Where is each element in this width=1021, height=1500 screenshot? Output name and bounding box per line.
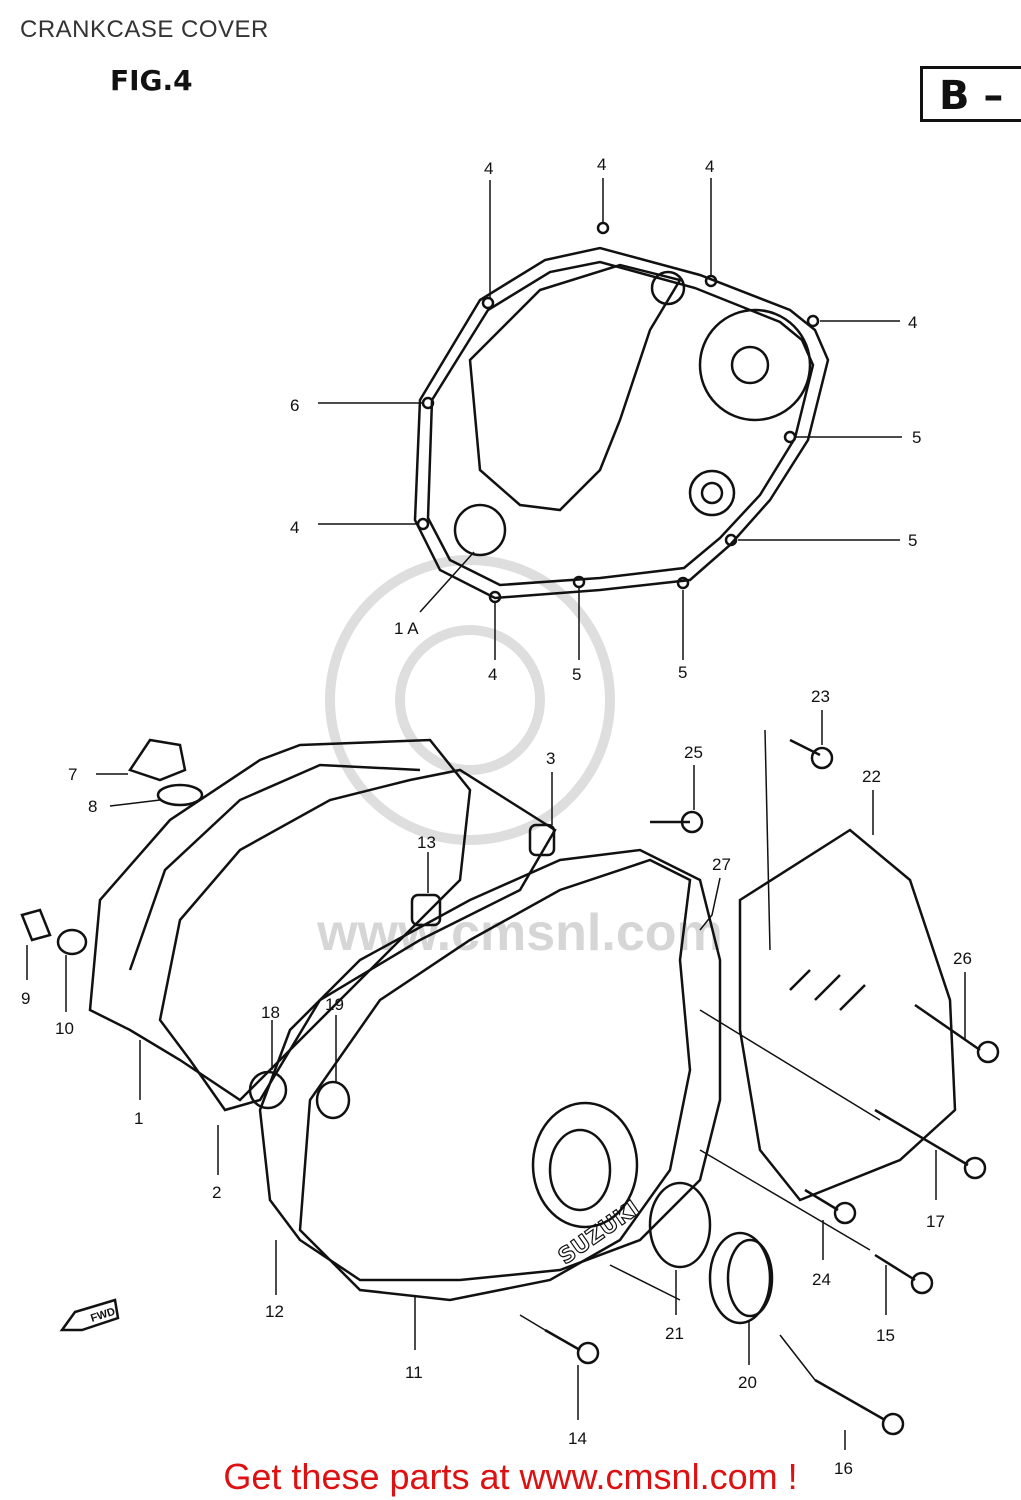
callout-18: 18: [261, 1003, 280, 1022]
callout-12: 12: [265, 1302, 284, 1321]
callout-5: 5: [572, 665, 581, 684]
callout-16: 16: [834, 1459, 853, 1478]
callout-4: 4: [488, 665, 497, 684]
callout-4: 4: [290, 518, 299, 537]
watermark: [325, 555, 615, 845]
leader-lines-upper: [318, 178, 902, 660]
callout-5: 5: [912, 428, 921, 447]
clutch-cover-1a: [413, 221, 830, 604]
callout-21: 21: [665, 1324, 684, 1343]
callout-26: 26: [953, 949, 972, 968]
callout-8: 8: [88, 797, 97, 816]
callouts: 4 4 4 4 6 5 4 5 1 A 4 5 5 23 25 22 3 7 8…: [21, 155, 972, 1478]
callout-5: 5: [678, 663, 687, 682]
leader-lines-lower: [26, 710, 966, 1450]
callout-3: 3: [546, 749, 555, 768]
callout-11: 11: [405, 1363, 423, 1382]
callout-17: 17: [926, 1212, 945, 1231]
callout-6: 6: [290, 396, 299, 415]
callout-14: 14: [568, 1429, 587, 1448]
callout-7: 7: [68, 765, 77, 784]
callout-24: 24: [812, 1270, 831, 1289]
page-title: CRANKCASE COVER: [20, 16, 269, 43]
callout-1: 1: [134, 1109, 143, 1128]
callout-23: 23: [811, 687, 830, 706]
callout-2: 2: [212, 1183, 221, 1202]
callout-20: 20: [738, 1373, 757, 1392]
callout-4: 4: [705, 157, 714, 176]
footer-link-text[interactable]: Get these parts at www.cmsnl.com !: [223, 1456, 798, 1497]
callout-10: 10: [55, 1019, 74, 1038]
callout-5: 5: [908, 531, 917, 550]
callout-22: 22: [862, 767, 881, 786]
fwd-arrow: FWD: [59, 1298, 120, 1332]
callout-4: 4: [597, 155, 606, 174]
callout-9: 9: [21, 989, 30, 1008]
callout-4: 4: [908, 313, 917, 332]
callout-19: 19: [325, 995, 344, 1014]
callout-4: 4: [484, 159, 493, 178]
callout-27: 27: [712, 855, 731, 874]
lower-assembly: [20, 738, 1000, 1436]
section-label: B –: [939, 73, 1004, 119]
callout-15: 15: [876, 1326, 895, 1345]
section-badge: B –: [920, 66, 1021, 122]
callout-1a: 1 A: [394, 619, 419, 638]
callout-25: 25: [684, 743, 703, 762]
figure-label: FIG.4: [110, 64, 193, 97]
callout-13: 13: [417, 833, 436, 852]
